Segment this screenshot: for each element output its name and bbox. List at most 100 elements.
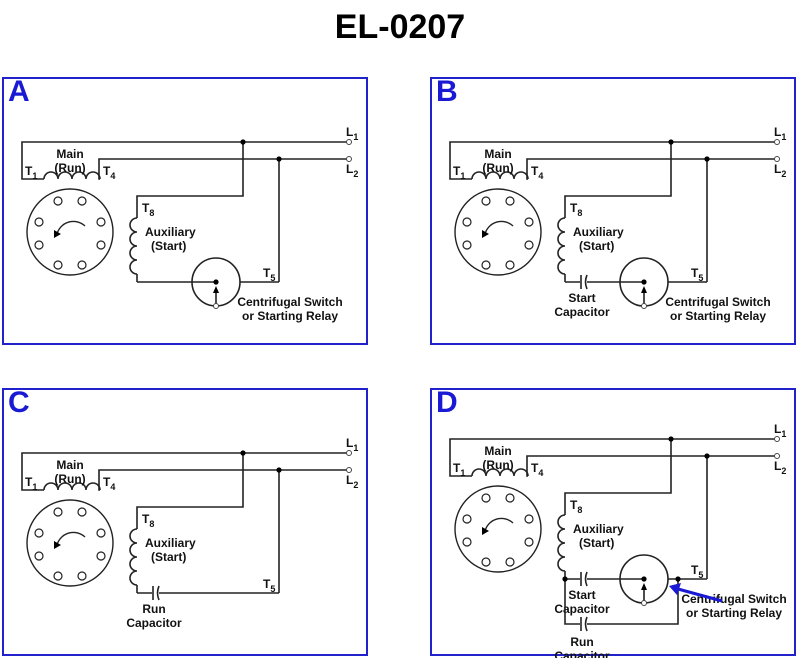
motor-bolt-hole	[34, 528, 44, 538]
t4-label: T4	[103, 475, 115, 492]
run-label: (Run)	[482, 161, 513, 175]
motor-bolt-hole	[96, 240, 106, 250]
switch-arrow-icon	[641, 286, 647, 293]
motor-bolt-hole	[481, 196, 491, 206]
switch-contact-dot	[641, 576, 647, 582]
l2-junction-dot	[704, 156, 710, 162]
auxiliary-label: Auxiliary	[145, 536, 196, 550]
run-capacitor-gap	[152, 587, 159, 599]
aux-winding-coil	[129, 217, 138, 275]
l2-label: L2	[774, 162, 786, 179]
motor-bolt-hole	[505, 493, 515, 503]
l2-wire	[98, 158, 349, 180]
run-label: (Run)	[482, 458, 513, 472]
l1-terminal	[774, 436, 780, 442]
motor-bolt-hole	[524, 240, 534, 250]
panel-label: C	[8, 386, 30, 419]
motor-end-view-circle	[454, 485, 542, 573]
rotation-arc	[56, 531, 86, 546]
t5-label: T5	[691, 563, 703, 580]
t8-label: T8	[570, 498, 582, 515]
main-winding-coil	[43, 171, 101, 180]
l2-terminal	[774, 156, 780, 162]
switch-label-2: or Starting Relay	[670, 309, 766, 323]
rotation-arc	[484, 220, 514, 235]
l2-terminal	[346, 467, 352, 473]
aux-top-wire	[564, 142, 672, 218]
l1-wire	[21, 141, 349, 180]
motor-end-view-circle	[454, 188, 542, 276]
motor-bolt-hole	[462, 537, 472, 547]
switch-arrow-icon	[213, 286, 219, 293]
start-capacitor-gap	[580, 573, 587, 585]
motor-bolt-hole	[505, 196, 515, 206]
motor-end-view-circle	[26, 499, 114, 587]
motor-bolt-hole	[481, 493, 491, 503]
start-capacitor-label-2: Capacitor	[554, 602, 610, 616]
motor-bolt-hole	[34, 240, 44, 250]
l1-junction-dot	[240, 139, 246, 145]
run-label: (Run)	[54, 472, 85, 486]
run-capacitor-label-1: Run	[142, 602, 165, 616]
l1-junction-dot	[240, 450, 246, 456]
aux-top-wire	[136, 453, 244, 529]
motor-bolt-hole	[481, 260, 491, 270]
l2-terminal	[774, 453, 780, 459]
diagram-title: EL-0207	[334, 8, 466, 46]
aux-top-wire	[136, 142, 244, 218]
aux-winding-coil	[129, 528, 138, 586]
run-label: (Run)	[54, 161, 85, 175]
run-capacitor-label-2: Capacitor	[554, 649, 610, 658]
motor-bolt-hole	[462, 514, 472, 524]
motor-bolt-hole	[462, 240, 472, 250]
panel-label: A	[8, 75, 30, 108]
switch-junction-dot	[675, 576, 681, 582]
main-label: Main	[484, 147, 511, 161]
l2-label: L2	[346, 162, 358, 179]
motor-bolt-hole	[34, 217, 44, 227]
t4-label: T4	[531, 461, 543, 478]
switch-label-2: or Starting Relay	[686, 606, 782, 620]
start-label: (Start)	[151, 550, 186, 564]
l1-wire	[449, 141, 777, 180]
l1-terminal	[346, 450, 352, 456]
motor-bolt-hole	[96, 217, 106, 227]
motor-bolt-hole	[34, 551, 44, 561]
l1-terminal	[774, 139, 780, 145]
switch-label-1: Centrifugal Switch	[681, 592, 786, 606]
t4-label: T4	[103, 164, 115, 181]
t8-label: T8	[142, 201, 154, 218]
switch-pivot	[641, 303, 647, 309]
start-capacitor-curved-plate	[584, 571, 588, 587]
l2-junction-dot	[704, 453, 710, 459]
pointer-arrow-shaft	[677, 587, 723, 603]
motor-bolt-hole	[505, 260, 515, 270]
start-capacitor-label-1: Start	[568, 588, 595, 602]
rotation-arrow-icon	[482, 230, 489, 238]
motor-bolt-hole	[53, 196, 63, 206]
rotation-arrow-icon	[54, 230, 61, 238]
l1-junction-dot	[668, 139, 674, 145]
main-winding-coil	[43, 482, 101, 491]
run-capacitor-curved-plate	[584, 616, 588, 632]
motor-bolt-hole	[53, 507, 63, 517]
motor-bolt-hole	[53, 571, 63, 581]
main-label: Main	[484, 444, 511, 458]
start-label: (Start)	[579, 239, 614, 253]
run-capacitor-label-2: Capacitor	[126, 616, 182, 630]
t5-label: T5	[263, 577, 275, 594]
t8-label: T8	[142, 512, 154, 529]
motor-bolt-hole	[77, 196, 87, 206]
motor-bolt-hole	[481, 557, 491, 567]
l2-wire	[526, 455, 777, 477]
run-capacitor-curved-plate	[156, 585, 160, 601]
l2-wire	[98, 469, 349, 491]
t1-label: T1	[453, 461, 465, 478]
t1-label: T1	[25, 164, 37, 181]
motor-bolt-hole	[524, 514, 534, 524]
main-winding-coil	[471, 171, 529, 180]
